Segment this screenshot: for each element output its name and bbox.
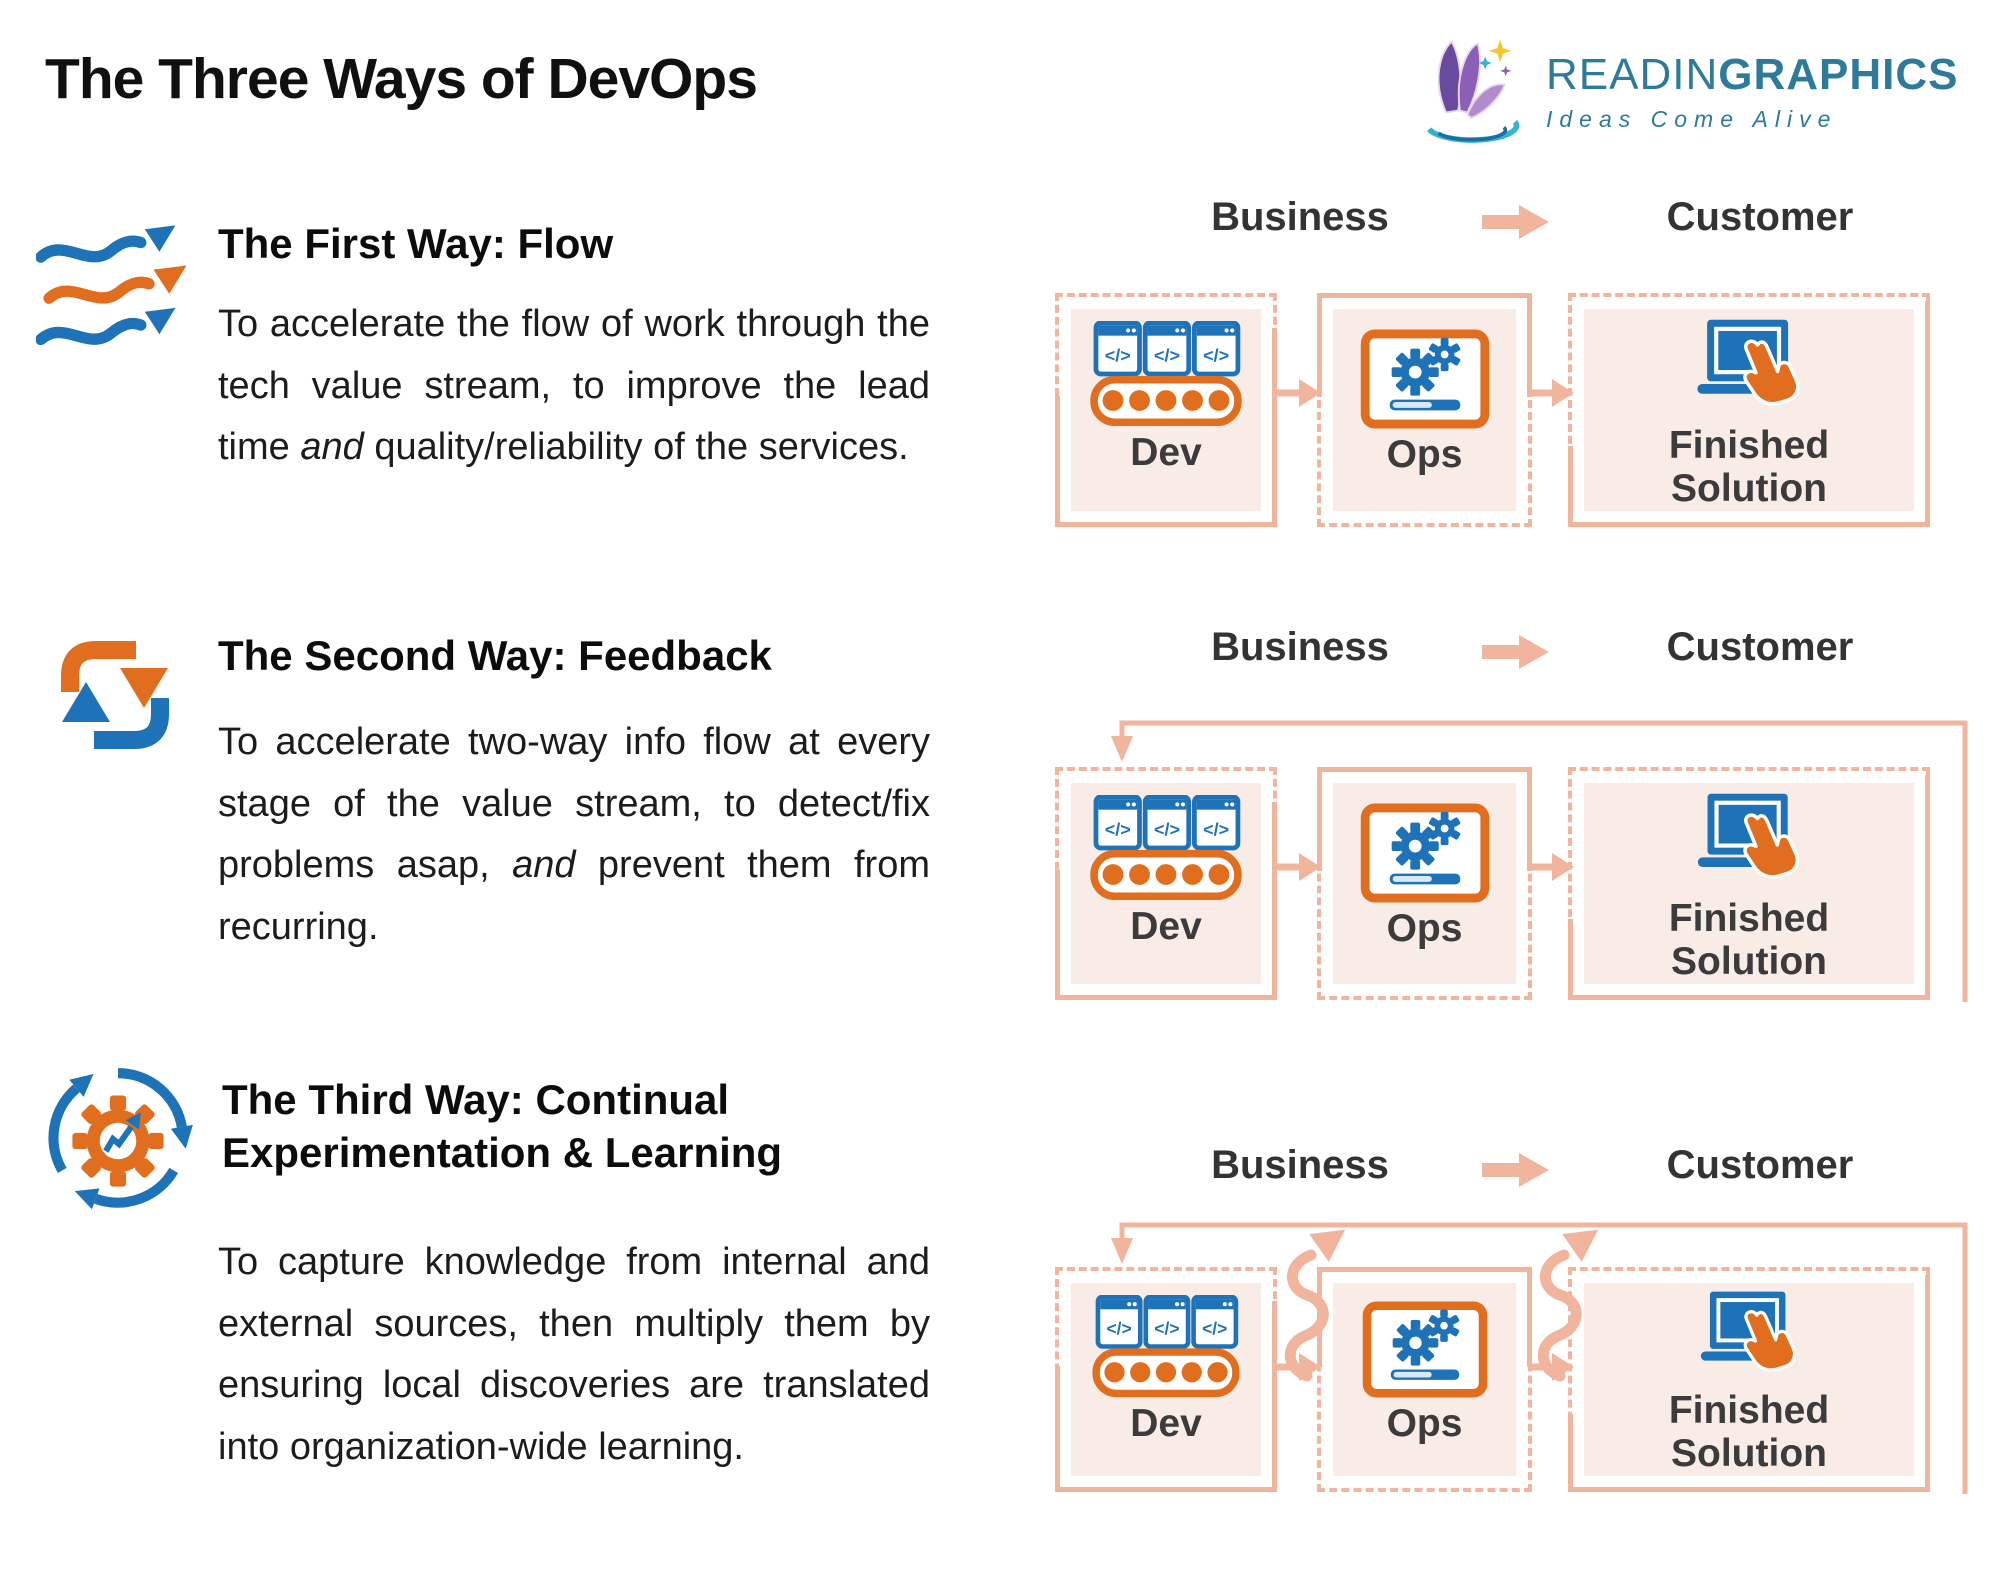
stage-dev: </> </> </> [1055, 293, 1277, 527]
feedback-loop-arrow [1111, 1222, 1968, 1494]
customer-label: Customer [1666, 195, 1854, 239]
svg-text:</>: </> [1154, 346, 1180, 366]
stage-label-ops: Ops [1386, 907, 1463, 950]
flow-waves-icon [36, 222, 192, 358]
stage-finished-solution: Finished Solution [1568, 293, 1930, 527]
devops-flow-diagram-1: Business Customer </> [1010, 160, 1995, 540]
finished-solution-icon [1697, 319, 1800, 406]
feedback-loop-arrow [1111, 720, 1968, 1002]
stage-label-finished-solution: Finished Solution [1668, 1388, 1830, 1476]
section-title-third-way: The Third Way: Continual Experimentation… [222, 1076, 783, 1176]
stage-finished-solution: Finished Solution [1568, 1267, 1930, 1492]
svg-text:</>: </> [1203, 820, 1229, 840]
stage-label-ops: Ops [1386, 433, 1463, 476]
section-body-first-way: To accelerate the flow of work through t… [218, 303, 930, 469]
svg-text:</>: </> [1154, 820, 1180, 840]
stage-label-dev: Dev [1130, 431, 1202, 474]
business-to-customer-arrow-icon [1482, 635, 1549, 669]
stage-dev: </> </> </> [1055, 1267, 1277, 1492]
devops-flow-diagram-3: Business Customer [1010, 1140, 1995, 1500]
stage-ops: Ops [1317, 1267, 1532, 1492]
ops-gears-icon [1362, 1301, 1487, 1398]
stage-dev: </> </> </> [1055, 767, 1277, 1000]
brand-tagline: Ideas Come Alive [1546, 105, 1838, 132]
section-body-third-way: To capture knowledge from internal and e… [218, 1241, 930, 1468]
svg-text:</>: </> [1106, 1319, 1131, 1339]
stage-label-ops: Ops [1386, 1402, 1463, 1445]
svg-text:</>: </> [1202, 1319, 1227, 1339]
stage-finished-solution: Finished Solution [1568, 767, 1930, 1000]
section-title-second-way: The Second Way: Feedback [218, 632, 772, 679]
ops-gears-icon [1360, 803, 1489, 903]
finished-solution-icon [1697, 793, 1800, 879]
business-label: Business [1211, 195, 1389, 239]
page-title: The Three Ways of DevOps [45, 47, 758, 111]
ops-to-solution-arrow-icon [1528, 379, 1574, 407]
svg-text:</>: </> [1105, 820, 1131, 840]
dev-to-ops-arrow-icon [1275, 379, 1321, 407]
stage-label-finished-solution: Finished Solution [1668, 896, 1830, 984]
feedback-cycle-icon [52, 632, 178, 760]
finished-solution-icon [1700, 1291, 1797, 1372]
svg-text:</>: </> [1105, 346, 1131, 366]
stage-ops: Ops [1317, 767, 1532, 1000]
business-label: Business [1211, 625, 1389, 669]
dev-to-ops-arrow-icon [1275, 853, 1321, 881]
brand-logo-text: READINGRAPHICS Ideas Come Alive [1546, 50, 1959, 133]
business-to-customer-arrow-icon [1482, 205, 1549, 239]
dev-pipeline-icon: </> </> </> [1090, 321, 1242, 427]
stage-ops: Ops [1317, 293, 1532, 527]
stage-label-finished-solution: Finished Solution [1668, 423, 1830, 511]
brand-logo: READINGRAPHICS Ideas Come Alive [1418, 34, 1959, 148]
svg-text:</>: </> [1154, 1319, 1179, 1339]
experiment-swirl-arrow [1284, 1229, 1346, 1382]
customer-label: Customer [1666, 1143, 1854, 1187]
dev-pipeline-icon: </> </> </> [1092, 1295, 1240, 1398]
dev-pipeline-icon: </> </> </> [1090, 795, 1242, 901]
book-sparkle-logo-icon [1427, 39, 1520, 143]
stage-label-dev: Dev [1130, 905, 1202, 948]
section-body-second-way: To accelerate two-way info flow at every… [218, 721, 930, 948]
customer-label: Customer [1666, 625, 1854, 669]
business-to-customer-arrow-icon [1482, 1153, 1549, 1187]
section-title-first-way: The First Way: Flow [218, 220, 614, 267]
svg-text:</>: </> [1203, 346, 1229, 366]
stage-label-dev: Dev [1130, 1402, 1202, 1445]
experimentation-gear-icon [42, 1062, 194, 1214]
devops-flow-diagram-2: Business Customer </> [1010, 622, 1995, 1002]
ops-to-solution-arrow-icon [1528, 853, 1574, 881]
business-label: Business [1211, 1143, 1389, 1187]
brand-name: READINGRAPHICS [1546, 49, 1959, 99]
experiment-swirl-arrow [1537, 1229, 1599, 1382]
ops-gears-icon [1360, 329, 1489, 429]
